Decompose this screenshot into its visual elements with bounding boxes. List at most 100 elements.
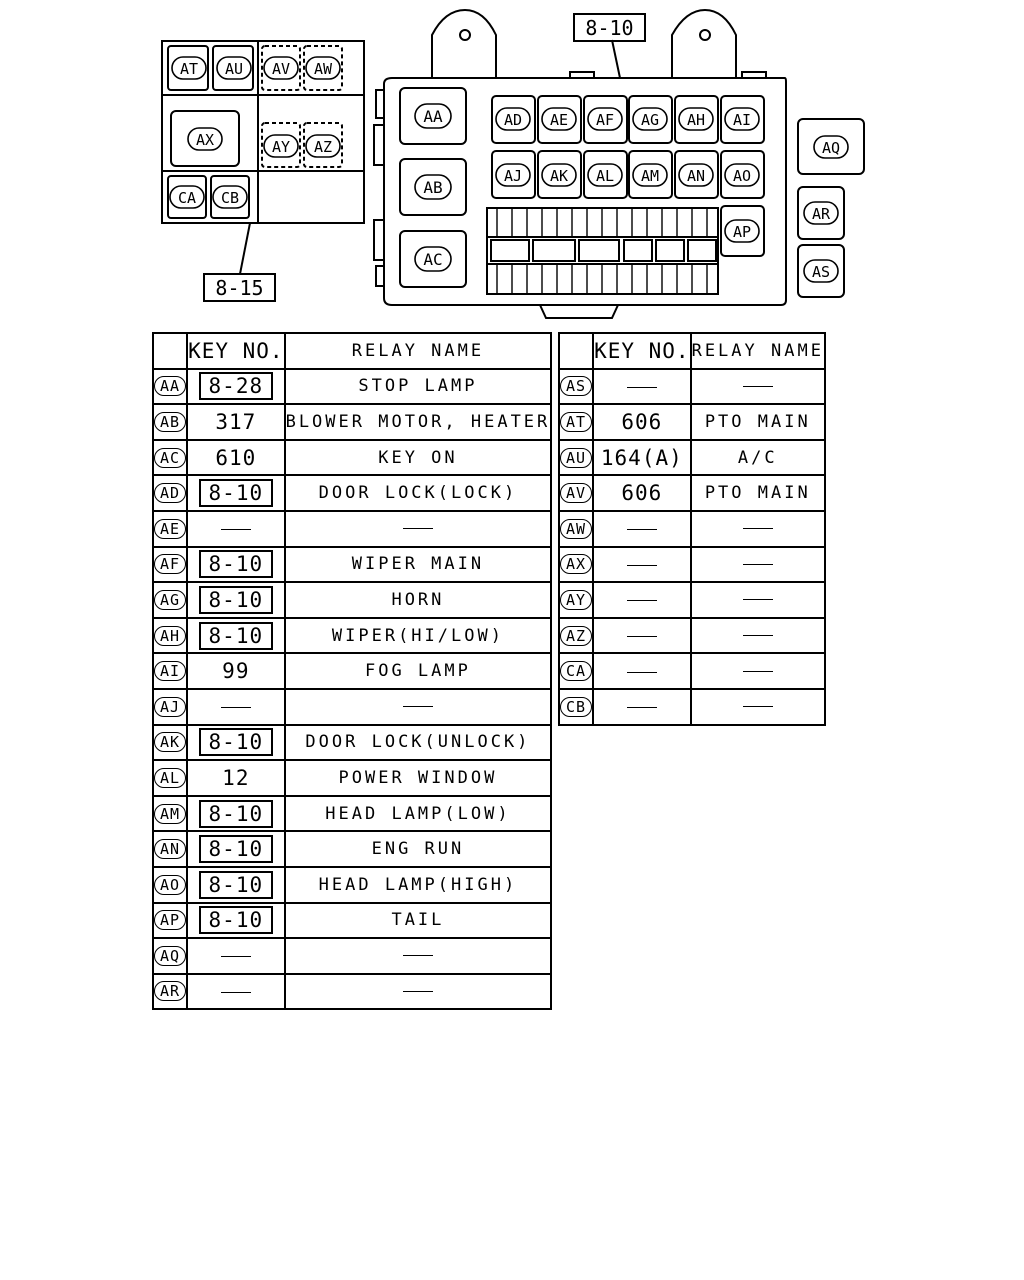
relay-label-ak: AK	[550, 167, 568, 185]
relay-name-cell: DOOR LOCK(LOCK)	[283, 474, 553, 512]
table-row: AR	[151, 972, 553, 1011]
key-no-cell	[592, 509, 692, 548]
empty-dash	[220, 529, 251, 531]
relay-name-cell	[689, 509, 826, 548]
code-cell: AT	[557, 403, 595, 441]
table-row: AQ	[151, 937, 553, 975]
code-cell: AS	[557, 367, 595, 406]
empty-dash	[626, 529, 657, 531]
table-row: AT 606 PTO MAIN	[557, 403, 826, 441]
relay-oval-ad	[495, 107, 531, 131]
code-cell: AF	[151, 545, 189, 584]
relay-name: STOP LAMP	[358, 376, 478, 397]
relay-label-aj: AJ	[504, 167, 522, 185]
relay-label-ag: AG	[641, 111, 659, 129]
code-cell: AN	[151, 830, 189, 868]
relay-code: AB	[155, 411, 186, 432]
code-cell: AV	[557, 474, 595, 512]
key-no: 606	[621, 409, 663, 434]
code-cell: AY	[557, 581, 595, 619]
empty-dash	[402, 528, 433, 530]
header-blank	[557, 332, 595, 370]
relay-oval-aw	[305, 56, 341, 80]
relay-code: AE	[155, 518, 186, 539]
key-no: 99	[222, 659, 250, 684]
relay-oval-aa	[414, 103, 452, 129]
key-no-cell	[592, 616, 692, 655]
header-blank	[151, 332, 189, 370]
callout-8-10: 8-10	[585, 16, 633, 40]
header-key-no: KEY NO.	[186, 332, 286, 370]
relay-name-cell: STOP LAMP	[283, 367, 553, 406]
relay-oval-af	[587, 107, 623, 131]
empty-dash	[742, 599, 773, 601]
relay-oval-aj	[495, 163, 531, 187]
key-no-cell: 610	[186, 438, 286, 477]
key-no-cell	[592, 652, 692, 690]
key-no-cell: 8-10	[186, 901, 286, 940]
relay-label-ar: AR	[812, 205, 831, 223]
relay-code: AI	[155, 661, 186, 682]
empty-dash	[402, 955, 433, 957]
table-row: AJ	[151, 687, 553, 726]
relay-oval-am	[632, 163, 668, 187]
key-no-cell: 8-10	[186, 723, 286, 762]
relay-name-cell: PTO MAIN	[689, 403, 826, 441]
relay-name-cell: TAIL	[283, 901, 553, 940]
relay-code: AV	[561, 483, 592, 504]
relay-label-as: AS	[812, 263, 830, 281]
key-no-cell: 8-10	[186, 616, 286, 655]
key-no-cell: 12	[186, 759, 286, 797]
key-no-cell: 8-10	[186, 474, 286, 512]
key-no-cell: 8-28	[186, 367, 286, 406]
relay-oval-az	[305, 134, 341, 158]
key-no-cell: 99	[186, 652, 286, 690]
empty-dash	[402, 990, 433, 992]
relay-label-aa: AA	[423, 107, 443, 126]
relay-name: ENG RUN	[371, 839, 465, 860]
relay-label-cb: CB	[221, 189, 239, 207]
relay-label-au: AU	[225, 60, 243, 78]
relay-oval-ax	[187, 127, 223, 151]
relay-label-ax: AX	[196, 131, 214, 149]
code-cell: AZ	[557, 616, 595, 655]
empty-dash	[742, 670, 773, 672]
key-no-cell: 8-10	[186, 794, 286, 833]
relay-oval-ca	[169, 185, 205, 209]
empty-dash	[626, 600, 657, 602]
key-no-cell: 317	[186, 403, 286, 441]
code-cell: AU	[557, 438, 595, 477]
code-cell: AQ	[151, 937, 189, 975]
relay-name-cell	[689, 545, 826, 584]
empty-dash	[626, 671, 657, 673]
relay-code: AK	[155, 732, 186, 753]
callout-8-15: 8-15	[215, 276, 263, 300]
key-ref-box: 8-10	[198, 621, 274, 650]
relay-label-ay: AY	[272, 138, 290, 156]
code-cell: AP	[151, 901, 189, 940]
relay-oval-ab	[414, 174, 452, 200]
relay-oval-ao	[724, 163, 760, 187]
relay-oval-al	[587, 163, 623, 187]
header-key-no: KEY NO.	[592, 332, 692, 370]
key-ref-box: 8-10	[198, 870, 274, 899]
relay-name-cell: BLOWER MOTOR, HEATER	[283, 403, 553, 441]
relay-label-ae: AE	[550, 111, 568, 129]
key-no-cell	[186, 509, 286, 548]
relay-code: AS	[561, 376, 592, 397]
relay-oval-ac	[414, 246, 452, 272]
key-no-cell	[186, 937, 286, 975]
relay-label-az: AZ	[314, 138, 332, 156]
relay-code: CA	[561, 661, 592, 682]
relay-label-an: AN	[687, 167, 705, 185]
key-no-cell: 606	[592, 403, 692, 441]
key-no-cell	[186, 972, 286, 1011]
